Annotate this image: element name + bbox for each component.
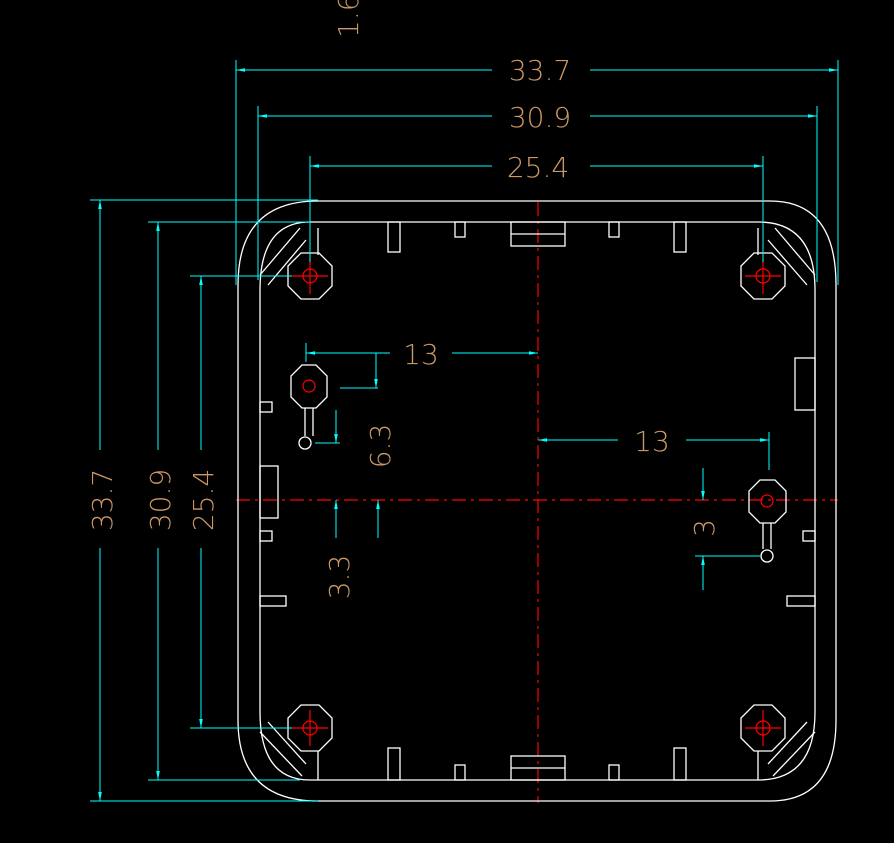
dim-label-right-offset: 13 [634, 425, 670, 458]
boss-top-left [259, 227, 333, 300]
left-wall-tabs [259, 401, 287, 607]
keyhole-right [748, 479, 787, 563]
boss-bottom-left [259, 704, 333, 780]
boss-bottom-right [740, 704, 816, 780]
hole-bottom-right [745, 710, 781, 746]
dimension-labels: 1.6 33.7 30.9 25.4 33.7 30.9 25.4 13 13 … [86, 0, 721, 599]
boss-top-right [740, 227, 816, 300]
right-wall-tabs [786, 357, 816, 607]
dim-label-height-outer: 33.7 [86, 469, 119, 531]
enclosure-outline [237, 200, 837, 802]
dim-label-right-pin-spacing: 3 [688, 519, 721, 537]
dim-label-partial: 1.6 [332, 0, 365, 38]
dim-label-left-pin-spacing: 6.3 [364, 424, 397, 469]
dim-label-left-center-offset: 3.3 [323, 555, 356, 600]
dim-label-width-outer: 33.7 [509, 54, 571, 87]
keyhole-left [290, 364, 328, 450]
dim-label-left-offset: 13 [403, 338, 439, 371]
hole-keyhole-left [302, 379, 316, 393]
bottom-wall-tabs [387, 747, 687, 781]
dimension-lines [90, 60, 839, 802]
hole-top-right [745, 258, 781, 294]
dim-label-height-mid: 30.9 [144, 469, 177, 531]
hole-bottom-left [292, 710, 328, 746]
hole-keyhole-right [760, 494, 774, 508]
top-wall-tabs [387, 221, 687, 253]
hole-center-marks [292, 258, 781, 746]
hole-top-left [292, 258, 328, 294]
dim-label-height-holes: 25.4 [187, 469, 220, 531]
dim-label-width-holes: 25.4 [507, 151, 569, 184]
dim-label-width-mid: 30.9 [509, 101, 571, 134]
